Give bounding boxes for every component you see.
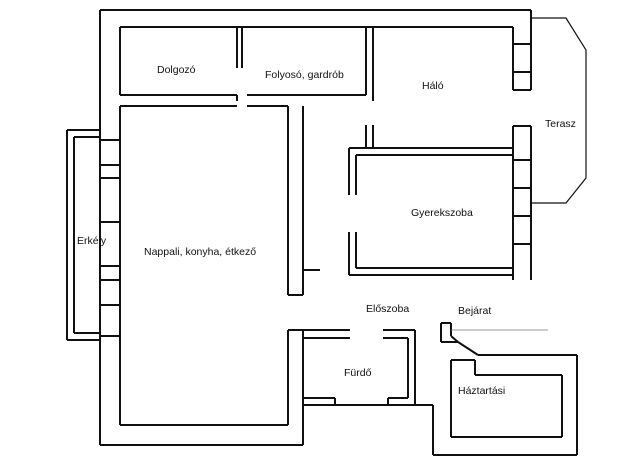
label-eloszoba: Előszoba bbox=[366, 303, 409, 315]
label-terasz: Terasz bbox=[545, 118, 576, 130]
window-marks bbox=[100, 43, 531, 337]
label-furdo: Fürdő bbox=[344, 367, 372, 379]
label-erkely: Erkély bbox=[77, 235, 107, 247]
label-gyerekszoba: Gyerekszoba bbox=[411, 207, 473, 219]
interior-walls-haztartasi bbox=[432, 322, 578, 456]
room-labels: Dolgozó Folyosó, gardrób Háló Terasz Gye… bbox=[77, 64, 576, 397]
label-nappali: Nappali, konyha, étkező bbox=[144, 246, 256, 258]
interior-walls-furdo bbox=[303, 329, 433, 406]
interior-walls-top bbox=[120, 27, 374, 107]
label-folyoso: Folyosó, gardrób bbox=[265, 69, 344, 81]
interior-walls-gyerekszoba bbox=[348, 125, 513, 276]
balcony-outline bbox=[66, 129, 100, 341]
terrace-outline bbox=[531, 17, 587, 204]
interior-walls-corridor bbox=[287, 106, 320, 445]
label-dolgozo: Dolgozó bbox=[157, 64, 196, 76]
label-halo: Háló bbox=[422, 80, 444, 92]
label-haztartasi: Háztartási bbox=[458, 385, 505, 397]
label-bejarat: Bejárat bbox=[458, 305, 491, 317]
